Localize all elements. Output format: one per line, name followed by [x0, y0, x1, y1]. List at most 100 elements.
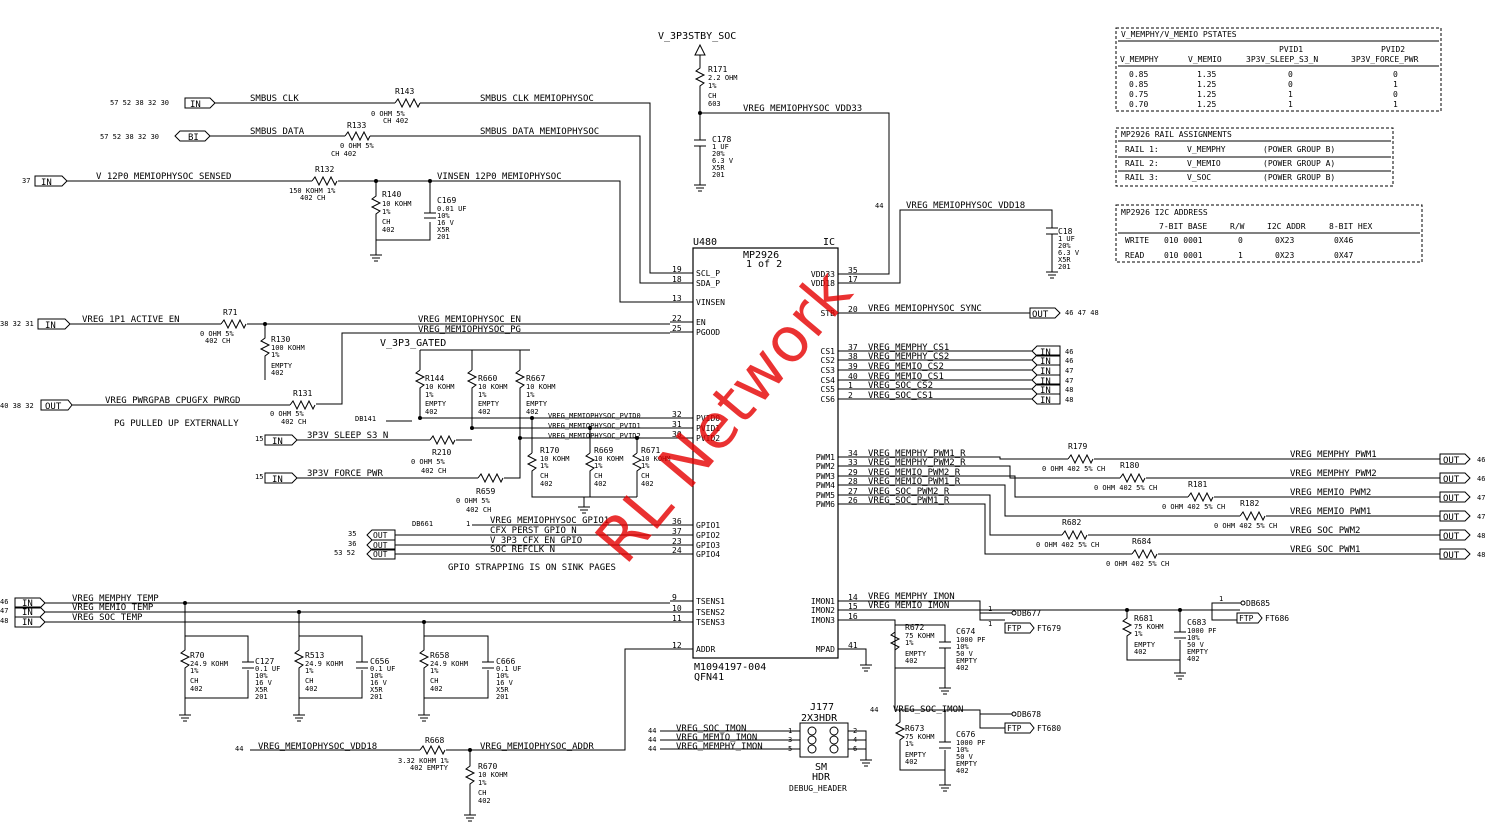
svg-text:FTP: FTP: [1007, 624, 1022, 633]
svg-text:CH 402: CH 402: [383, 117, 408, 125]
out-port-pwm1[interactable]: [1439, 453, 1471, 465]
r681-c683[interactable]: R681 75 KOHM 1% EMPTY 402 C683 1000 PF 1…: [1121, 610, 1217, 680]
resistor-r659[interactable]: [477, 472, 504, 484]
svg-text:C674: C674: [956, 627, 975, 636]
resistor-r670[interactable]: [464, 750, 476, 822]
resistor-r143[interactable]: [394, 97, 421, 109]
resistor-r179[interactable]: [1067, 453, 1094, 465]
svg-text:1%: 1%: [905, 740, 914, 748]
resistor-r180[interactable]: [1119, 472, 1146, 484]
ftp-ft686[interactable]: [1236, 612, 1263, 624]
pstate-cell: 1.35: [1197, 70, 1216, 79]
r140-c169-divider[interactable]: [370, 181, 436, 255]
in-port-soc-temp[interactable]: [14, 616, 46, 628]
out-port-pwm6[interactable]: [1439, 548, 1471, 560]
in-port-force[interactable]: [264, 472, 298, 484]
svg-text:R133: R133: [347, 121, 366, 130]
svg-text:C656: C656: [370, 657, 389, 666]
resistor-r671[interactable]: R671 10 KOHM 1% CH 402: [631, 446, 671, 497]
resistor-r684[interactable]: [1131, 548, 1158, 560]
ic-pin-name: PWM4: [816, 481, 835, 490]
out-port-cfx-en[interactable]: [366, 539, 396, 551]
in-port-cs6[interactable]: [1031, 393, 1061, 405]
svg-text:X5R: X5R: [370, 686, 383, 694]
i2c-cell: 0X46: [1334, 236, 1353, 245]
resistor-r182[interactable]: [1239, 510, 1266, 522]
net-memio-imon: VREG_MEMIO_IMON: [868, 601, 949, 611]
r672-c674[interactable]: R672 75 KOHM 1% EMPTY 402 C674 1000 PF 1…: [889, 620, 986, 695]
ic-pin-name: PVID0: [696, 414, 720, 423]
out-port-sync[interactable]: [1029, 307, 1061, 319]
in-port-v12p0[interactable]: [34, 175, 68, 187]
svg-text:1%: 1%: [478, 391, 487, 399]
resistor-r131[interactable]: [289, 399, 316, 411]
bi-port-smbus-data[interactable]: [174, 130, 211, 142]
resistor-r181[interactable]: [1187, 491, 1214, 503]
rail-cell: (POWER GROUP B): [1263, 173, 1335, 182]
in-port-cs2[interactable]: [1031, 354, 1061, 366]
resistor-r132[interactable]: [311, 175, 338, 187]
out-port-refclk[interactable]: [366, 548, 396, 560]
debug-header-j177[interactable]: J177 2X3HDR SM HDR DEBUG_HEADER 44 44 44…: [648, 702, 872, 793]
resistor-r130[interactable]: [259, 324, 271, 380]
svg-text:201: 201: [496, 693, 509, 701]
r513-c656[interactable]: R513 24.9 KOHM 1% CH 402 C656 0.1 UF 10%…: [293, 612, 395, 722]
in-port-memphy-temp[interactable]: [14, 597, 46, 609]
vdd18-c18[interactable]: [860, 209, 1058, 284]
svg-text:IN: IN: [22, 618, 33, 628]
resistor-r669[interactable]: R669 10 KOHM 1% CH 402: [584, 446, 624, 497]
resistor-r71[interactable]: [220, 318, 247, 330]
svg-text:OUT: OUT: [1443, 551, 1460, 561]
svg-text:CH: CH: [594, 472, 602, 480]
svg-text:C683: C683: [1187, 618, 1206, 627]
resistor-r660[interactable]: R660 10 KOHM 1% EMPTY 402: [466, 369, 508, 428]
ic-u480[interactable]: U480 IC MP2926 1 of 2 M1094197-004 QFN41…: [670, 237, 860, 683]
out-port-pwrgpab[interactable]: [40, 399, 73, 411]
out-port-pwm4[interactable]: [1439, 510, 1471, 522]
out-port-pwm5[interactable]: [1439, 529, 1471, 541]
resistor-r144[interactable]: R144 10 KOHM 1% EMPTY 402: [414, 369, 455, 418]
svg-text:24.9 KOHM: 24.9 KOHM: [190, 660, 228, 668]
svg-text:402: 402: [956, 767, 969, 775]
out-port-pwm2[interactable]: [1439, 472, 1471, 484]
resistor-r210[interactable]: [429, 434, 456, 446]
in-port-smbus-clk[interactable]: [184, 97, 216, 109]
svg-text:402: 402: [478, 408, 491, 416]
net-cs2: VREG_MEMPHY_CS2: [868, 352, 949, 362]
resistor-r668[interactable]: [419, 744, 446, 756]
resistor-r667[interactable]: R667 10 KOHM 1% EMPTY 402: [514, 369, 556, 438]
rail-cell: RAIL 1:: [1125, 145, 1159, 154]
out-port-pwm3[interactable]: [1439, 491, 1471, 503]
net-active-en: VREG_1P1_ACTIVE_EN: [82, 315, 180, 325]
net-pvid2: VREG_MEMIOPHYSOC_PVID2: [548, 432, 641, 440]
ftp-ft679[interactable]: [1004, 622, 1035, 634]
in-port-cs3[interactable]: [1031, 364, 1061, 376]
net-cs1: VREG_MEMPHY_CS1: [868, 343, 949, 353]
in-port-active-en[interactable]: [37, 318, 71, 330]
svg-text:3P3V_FORCE_PWR: 3P3V_FORCE_PWR: [1351, 55, 1419, 64]
svg-text:CH: CH: [305, 677, 313, 685]
resistor-r682[interactable]: [1061, 529, 1088, 541]
r70-c127[interactable]: R70 24.9 KOHM 1% CH 402 C127 0.1 UF 10% …: [179, 603, 280, 722]
svg-text:EMPTY: EMPTY: [956, 760, 978, 768]
ic-pin-name: IMON3: [811, 616, 835, 625]
r171-c178[interactable]: [694, 55, 706, 192]
r673-c676[interactable]: R673 75 KOHM 1% EMPTY 402 C676 1000 PF 1…: [894, 710, 986, 792]
svg-text:X5R: X5R: [1058, 256, 1071, 264]
pstate-cell: 0: [1288, 80, 1293, 89]
net-pwm5: VREG_SOC_PWM2: [1290, 526, 1360, 536]
svg-text:IN: IN: [272, 437, 283, 447]
in-port-memio-temp[interactable]: [14, 606, 46, 618]
ftp-ft680[interactable]: [1004, 722, 1035, 734]
resistor-r133[interactable]: [344, 130, 371, 142]
r658-c666[interactable]: R658 24.9 KOHM 1% CH 402 C666 0.1 UF 10%…: [418, 622, 521, 722]
svg-text:402 CH: 402 CH: [205, 337, 230, 345]
svg-text:47: 47: [1477, 513, 1485, 521]
net-vdd33: VREG_MEMIOPHYSOC_VDD33: [743, 104, 862, 114]
in-port-cs5[interactable]: [1031, 383, 1061, 395]
ic-pin-num: 35: [848, 266, 858, 275]
svg-text:R673: R673: [905, 724, 924, 733]
in-port-sleep[interactable]: [264, 434, 298, 446]
svg-text:VREG_MEMIO_IMON: VREG_MEMIO_IMON: [676, 733, 757, 743]
